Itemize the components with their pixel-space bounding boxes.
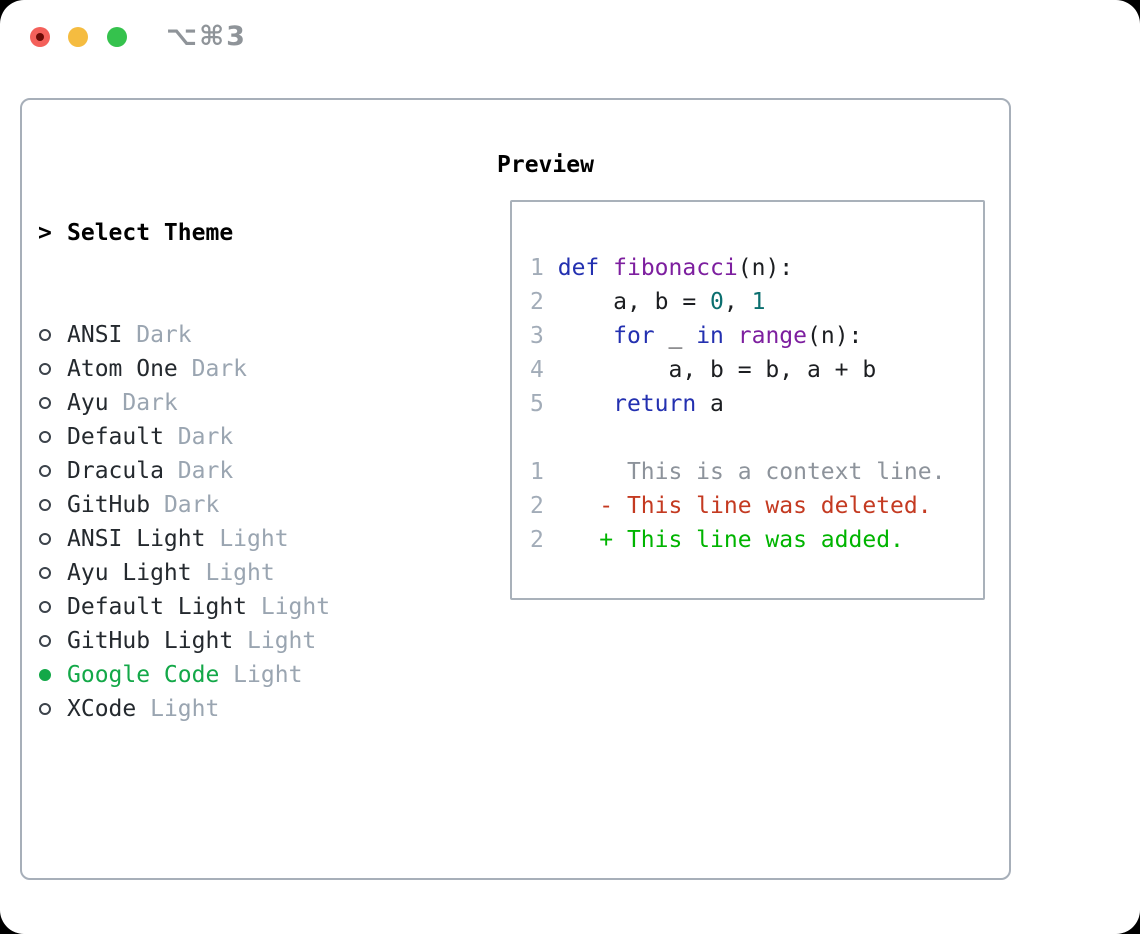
option-name: Ayu Light [67, 560, 192, 586]
line-number: 1 [530, 459, 544, 485]
option-variant: Light [219, 662, 303, 688]
select-theme-header: > Select Theme [38, 216, 426, 250]
option-variant: Dark [122, 322, 192, 348]
apply-to-header: Apply To [38, 930, 426, 934]
code-line: 2 + This line was added. [530, 527, 904, 553]
window-title-shortcut: ⌥⌘3 [166, 21, 247, 52]
option-variant: Dark [163, 424, 234, 450]
code-line: 4 a, b = b, a + b [530, 357, 877, 383]
radio-icon[interactable] [39, 397, 51, 409]
line-number: 1 [530, 255, 544, 281]
theme-option[interactable]: ANSI Dark [38, 318, 426, 352]
option-variant: Light [205, 526, 289, 552]
preview-box [510, 200, 985, 600]
theme-option[interactable]: Dracula Dark [38, 454, 426, 488]
theme-option[interactable]: Default Light Light [38, 590, 426, 624]
radio-icon[interactable] [39, 533, 51, 545]
line-number: 2 [530, 289, 544, 315]
preview-label: Preview [497, 152, 594, 178]
line-number: 3 [530, 323, 544, 349]
radio-selected-icon[interactable] [39, 669, 51, 681]
code-line: 3 for _ in range(n): [530, 323, 863, 349]
code-line [530, 421, 945, 455]
radio-icon[interactable] [39, 499, 51, 511]
theme-option[interactable]: Ayu Dark [38, 386, 426, 420]
option-name: Atom One [67, 356, 178, 382]
theme-option[interactable]: XCode Light [38, 692, 426, 726]
radio-icon[interactable] [39, 567, 51, 579]
focus-arrow-icon: > [38, 220, 52, 246]
option-name: GitHub Light [67, 628, 234, 654]
line-number: 2 [530, 493, 544, 519]
option-variant: Dark [177, 356, 248, 382]
theme-option[interactable]: Default Dark [38, 420, 426, 454]
theme-option[interactable]: Ayu Light Light [38, 556, 426, 590]
theme-option[interactable]: Google Code Light [38, 658, 426, 692]
code-line: 1 def fibonacci(n): [530, 255, 794, 281]
radio-icon[interactable] [39, 329, 51, 341]
option-name: Default Light [67, 594, 248, 620]
option-name: ANSI Light [67, 526, 206, 552]
code-line: 2 - This line was deleted. [530, 493, 932, 519]
option-variant: Light [191, 560, 275, 586]
close-button-icon[interactable] [30, 27, 50, 47]
line-number: 4 [530, 357, 544, 383]
option-name: Default [67, 424, 164, 450]
code-line: 1 This is a context line. [530, 459, 946, 485]
apply-to-section: Apply To User SettingsWorkspace Settings [38, 862, 426, 934]
option-name: Google Code [67, 662, 220, 688]
zoom-button-icon[interactable] [107, 27, 127, 47]
option-name: ANSI [67, 322, 123, 348]
theme-option[interactable]: ANSI Light Light [38, 522, 426, 556]
theme-option[interactable]: GitHub Dark [38, 488, 426, 522]
option-name: Ayu [67, 390, 109, 416]
radio-icon[interactable] [39, 601, 51, 613]
option-variant: Light [136, 696, 220, 722]
code-line: 5 return a [530, 391, 724, 417]
option-name: XCode [67, 696, 137, 722]
apply-to-label: Apply To [67, 930, 178, 934]
radio-icon[interactable] [39, 465, 51, 477]
radio-icon[interactable] [39, 703, 51, 715]
line-number: 2 [530, 527, 544, 553]
select-theme-label: Select Theme [67, 220, 234, 246]
minimize-button-icon[interactable] [68, 27, 88, 47]
radio-icon[interactable] [39, 635, 51, 647]
theme-option[interactable]: GitHub Light Light [38, 624, 426, 658]
option-variant: Dark [150, 492, 220, 518]
option-variant: Light [233, 628, 317, 654]
option-variant: Light [247, 594, 331, 620]
option-name: Dracula [67, 458, 164, 484]
code-line: 2 a, b = 0, 1 [530, 289, 766, 315]
radio-icon[interactable] [39, 363, 51, 375]
radio-icon[interactable] [39, 431, 51, 443]
theme-option[interactable]: Atom One Dark [38, 352, 426, 386]
line-number: 5 [530, 391, 544, 417]
option-name: GitHub [67, 492, 151, 518]
option-variant: Dark [163, 458, 234, 484]
preview-code: 1 def fibonacci(n): 2 a, b = 0, 1 3 for _ … [530, 251, 945, 557]
option-variant: Dark [108, 390, 178, 416]
